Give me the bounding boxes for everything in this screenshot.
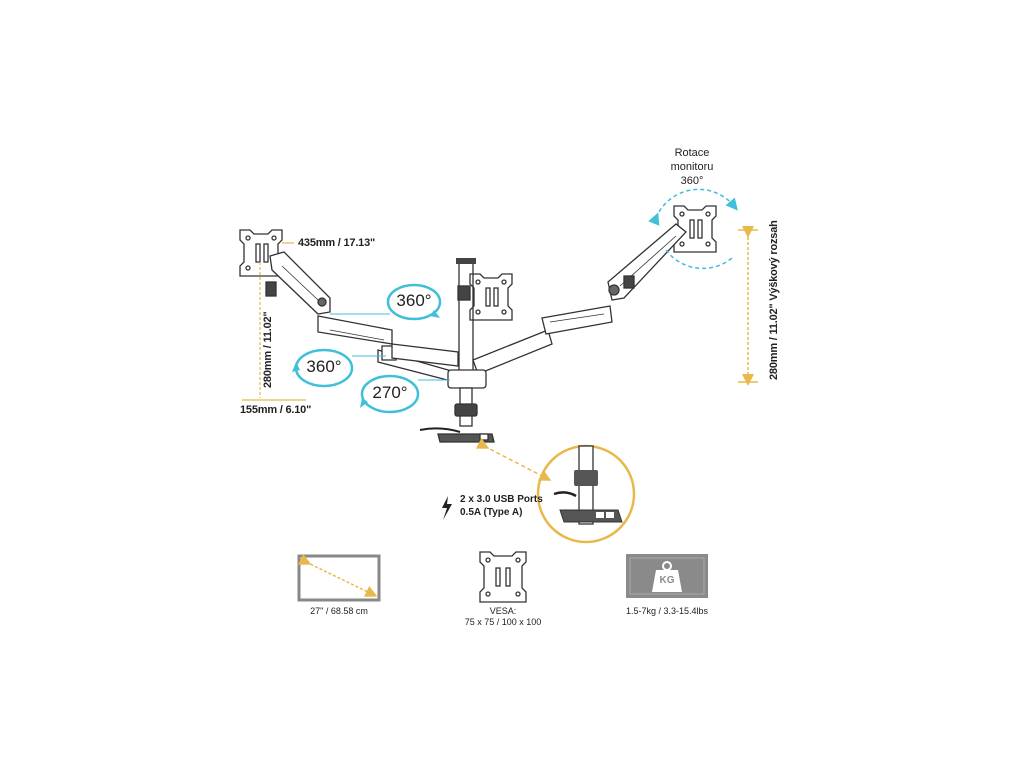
right-lower-arm [472, 305, 613, 375]
arm-extension-label: 435mm / 17.13" [298, 237, 376, 249]
weight-icon-text: KG [659, 575, 675, 586]
swivel-ellipse-middle [292, 348, 386, 388]
vesa-label-line1: VESA: [489, 606, 517, 616]
pole-base [419, 369, 495, 443]
weight-label: 1.5-7kg / 3.3-15.4lbs [625, 606, 709, 616]
usb-label-line1: 2 x 3.0 USB Ports [460, 494, 543, 505]
screen-size-label: 27" / 68.58 cm [310, 606, 368, 616]
left-height-label: 280mm / 11.02" [262, 311, 274, 388]
right-upper-arm [607, 223, 687, 301]
rotation-label-line1: Rotace [674, 147, 710, 159]
usb-label: 2 x 3.0 USB Ports 0.5A (Type A) [460, 493, 543, 519]
right-height-label: 280mm / 11.02" Výškový rozsah [768, 220, 780, 380]
rotation-arc-bottom [665, 249, 733, 270]
rotation-label-line2: monitoru [670, 161, 714, 173]
swivel-label-bottom: 270° [372, 383, 408, 402]
left-middle-arm [391, 343, 459, 367]
weight-icon [626, 554, 708, 598]
left-lower-arm [317, 315, 393, 345]
vesa-label-line2: 75 x 75 / 100 x 100 [464, 617, 542, 627]
zoom-connector-line [475, 437, 552, 481]
swivel-label-top: 360° [396, 291, 432, 310]
swivel-ellipse-bottom [360, 374, 450, 414]
lightning-icon [442, 496, 452, 520]
vesa-label: VESA: 75 x 75 / 100 x 100 [453, 606, 553, 628]
rotation-arc-top [648, 188, 738, 226]
center-vesa-plate [457, 273, 513, 321]
usb-zoom-circle [536, 444, 636, 544]
vesa-icon [479, 551, 527, 603]
rotation-label: Rotace monitoru 360° [662, 146, 722, 188]
rotation-label-line3: 360° [680, 175, 704, 187]
screen-size-icon [297, 553, 381, 602]
base-offset-label: 155mm / 6.10" [240, 404, 312, 416]
swivel-label-middle: 360° [306, 357, 342, 376]
left-upper-arm [265, 251, 331, 315]
swivel-ellipse-top [330, 283, 442, 321]
usb-label-line2: 0.5A (Type A) [460, 507, 523, 518]
